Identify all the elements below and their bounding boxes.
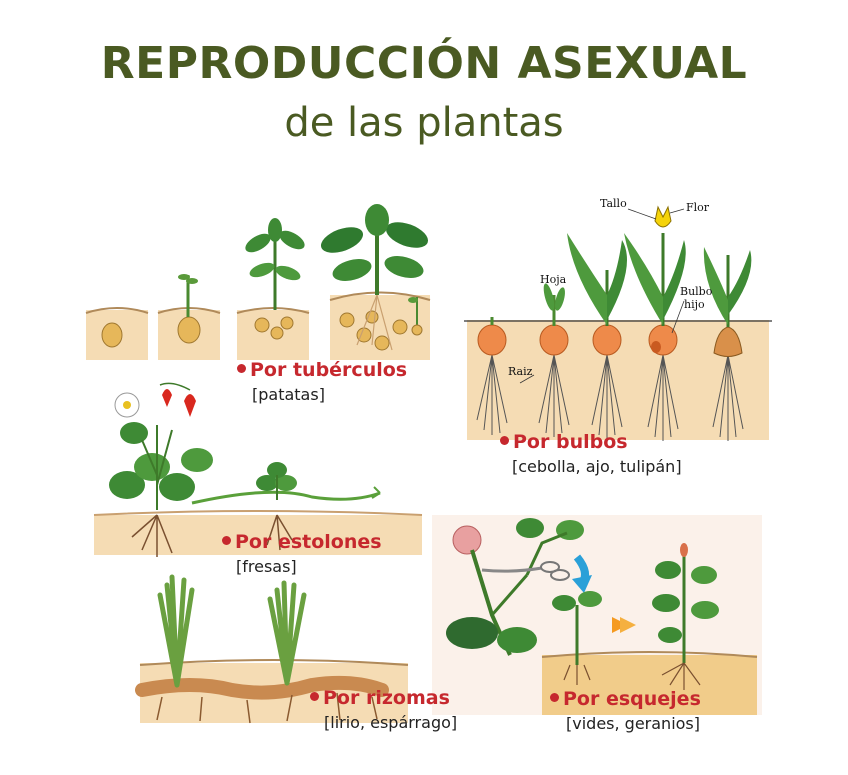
cutting-illustration [432,515,762,715]
rhizome-illustration [135,574,409,724]
examples-esquejes: [vides, geranios] [566,714,700,733]
bulb-illustration [464,205,772,441]
label-rizomas: Por rizomas [310,687,450,709]
page-title: REPRODUCCIÓN ASEXUAL [100,38,748,89]
examples-rizomas: [lirio, espárrago] [324,713,458,732]
annotation-bulbo: Bulbo [680,285,713,298]
label-estolones: Por estolones [222,531,382,553]
bullet-dot [222,536,231,545]
stolon-illustration [93,382,423,557]
label-tuberculos: Por tubérculos [237,359,407,381]
bullet-dot [550,693,559,702]
examples-bulbos: [cebolla, ajo, tulipán] [512,457,682,476]
annotation-raiz: Raiz [508,365,533,378]
illustration-panel: Tallo Flor Hoja Bulbo hijo Raiz Por tubé… [72,185,776,741]
bullet-dot [237,364,246,373]
annotation-flor: Flor [686,201,710,214]
annotation-tallo: Tallo [600,197,627,210]
annotation-hijo: hijo [684,298,705,311]
bullet-dot [310,692,319,701]
bullet-dot [500,436,509,445]
examples-tuberculos: [patatas] [252,385,325,404]
label-bulbos: Por bulbos [500,431,628,453]
annotation-hoja: Hoja [540,273,567,286]
plants-illustration [85,204,772,724]
tuber-illustration [85,204,431,360]
page-subtitle: de las plantas [284,100,564,146]
label-esquejes: Por esquejes [550,688,701,710]
examples-estolones: [fresas] [236,557,297,576]
